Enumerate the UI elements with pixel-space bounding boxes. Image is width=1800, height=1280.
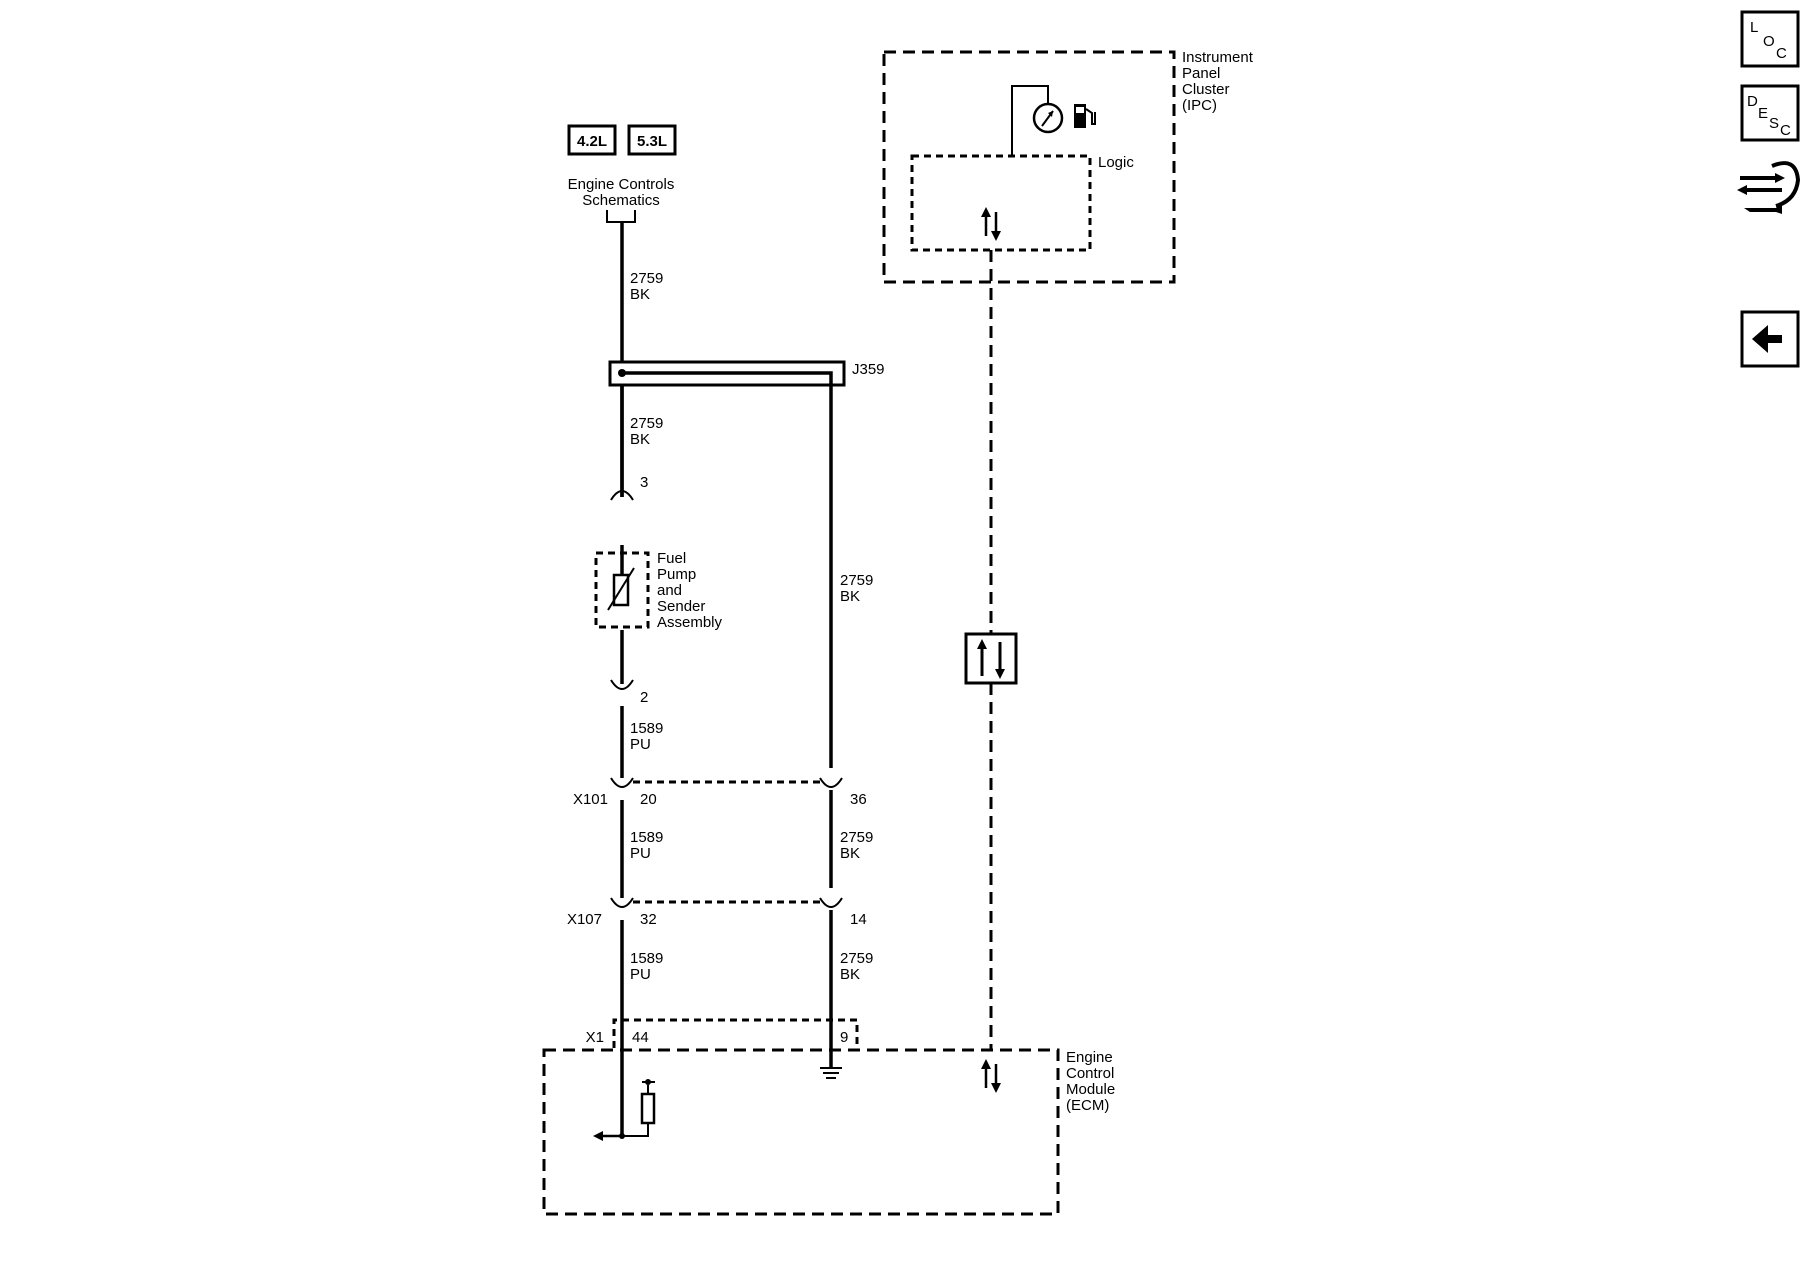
svg-text:32: 32 (640, 911, 657, 928)
svg-text:36: 36 (850, 791, 867, 808)
desc-icon: D E S C (1747, 93, 1791, 139)
svg-text:C: C (1776, 45, 1787, 62)
svg-text:(ECM): (ECM) (1066, 1097, 1109, 1114)
ecm-data-arrows (981, 1059, 1001, 1093)
svg-text:Logic: Logic (1098, 154, 1134, 171)
wire-label-1589-pu-a: 1589 PU (630, 720, 663, 753)
svg-text:C: C (1780, 122, 1791, 139)
svg-text:Engine Controls: Engine Controls (568, 176, 675, 193)
svg-text:4.2L: 4.2L (577, 133, 607, 150)
ecm-input-resistor (593, 1079, 656, 1141)
svg-text:BK: BK (630, 431, 650, 448)
svg-text:BK: BK (630, 286, 650, 303)
svg-text:E: E (1758, 105, 1768, 122)
loc-icon: L O C (1750, 19, 1787, 62)
wire-label-1589-pu-b: 1589 PU (630, 829, 663, 862)
engine-badge-4.2l[interactable]: 4.2L (567, 124, 617, 156)
fuel-pump-sender-assembly: 3 Fuel Pump and Sender Assembly 2 (594, 474, 723, 706)
svg-text:Fuel: Fuel (657, 550, 686, 567)
connector-x101: X101 20 36 (573, 777, 867, 888)
connector-x1: X1 44 9 (586, 1018, 859, 1048)
svg-text:BK: BK (840, 588, 860, 605)
svg-text:L: L (1750, 19, 1758, 36)
svg-text:O: O (1763, 33, 1775, 50)
svg-text:20: 20 (640, 791, 657, 808)
svg-text:D: D (1747, 93, 1758, 110)
svg-text:2759: 2759 (840, 829, 873, 846)
svg-text:2759: 2759 (630, 270, 663, 287)
serial-data-symbol (964, 632, 1018, 685)
svg-text:5.3L: 5.3L (637, 133, 667, 150)
instrument-panel-cluster: Instrument Panel Cluster (IPC) Logic (882, 49, 1254, 284)
svg-text:PU: PU (630, 736, 651, 753)
svg-text:2759: 2759 (630, 415, 663, 432)
svg-text:2759: 2759 (840, 572, 873, 589)
svg-text:X1: X1 (586, 1029, 604, 1046)
ipc-data-arrows (981, 207, 1001, 241)
engine-badge-5.3l[interactable]: 5.3L (627, 124, 677, 156)
svg-text:1589: 1589 (630, 720, 663, 737)
svg-text:Schematics: Schematics (582, 192, 660, 209)
svg-text:J359: J359 (852, 361, 885, 378)
connector-x107: X107 32 14 (567, 897, 867, 1068)
wire-label-2759-bk-right: 2759 BK (840, 572, 873, 605)
back-button[interactable] (1740, 310, 1800, 368)
svg-text:44: 44 (632, 1029, 649, 1046)
svg-text:and: and (657, 582, 682, 599)
wire-label-2759-bk-b: 2759 BK (840, 829, 873, 862)
connector-tool-button[interactable] (1737, 161, 1800, 214)
svg-text:Module: Module (1066, 1081, 1115, 1098)
svg-text:Control: Control (1066, 1065, 1114, 1082)
svg-text:Assembly: Assembly (657, 614, 723, 631)
splice-j359: J359 (608, 360, 885, 768)
svg-text:1589: 1589 (630, 829, 663, 846)
wire-label-1589-pu-c: 1589 PU (630, 950, 663, 983)
svg-text:X107: X107 (567, 911, 602, 928)
loc-button[interactable]: L O C (1740, 10, 1800, 68)
svg-text:Panel: Panel (1182, 65, 1220, 82)
engine-control-module: Engine Control Module (ECM) (542, 1048, 1115, 1216)
engine-controls-schematics-link[interactable]: Engine Controls Schematics (568, 176, 675, 223)
svg-text:(IPC): (IPC) (1182, 97, 1217, 114)
svg-text:14: 14 (850, 911, 867, 928)
svg-text:PU: PU (630, 845, 651, 862)
wire-label-2759-bk-top: 2759 BK (630, 270, 663, 303)
svg-text:PU: PU (630, 966, 651, 983)
connector-tool-icon (1737, 161, 1800, 214)
svg-text:Pump: Pump (657, 566, 696, 583)
fuel-pump-icon (1074, 104, 1096, 128)
svg-text:Cluster: Cluster (1182, 81, 1230, 98)
svg-text:BK: BK (840, 966, 860, 983)
svg-text:X101: X101 (573, 791, 608, 808)
svg-text:BK: BK (840, 845, 860, 862)
desc-button[interactable]: D E S C (1740, 84, 1800, 142)
svg-text:1589: 1589 (630, 950, 663, 967)
wire-label-2759-bk-c: 2759 BK (840, 950, 873, 983)
svg-text:9: 9 (840, 1029, 848, 1046)
svg-text:Engine: Engine (1066, 1049, 1113, 1066)
wire-label-2759-bk-mid: 2759 BK (630, 415, 663, 448)
svg-text:Sender: Sender (657, 598, 705, 615)
svg-text:2759: 2759 (840, 950, 873, 967)
svg-text:3: 3 (640, 474, 648, 491)
svg-text:Instrument: Instrument (1182, 49, 1254, 66)
svg-text:S: S (1769, 115, 1779, 132)
back-arrow-icon (1752, 325, 1782, 353)
ground-symbol (820, 1067, 842, 1079)
svg-text:2: 2 (640, 689, 648, 706)
fuel-gauge-icon (1032, 102, 1064, 134)
